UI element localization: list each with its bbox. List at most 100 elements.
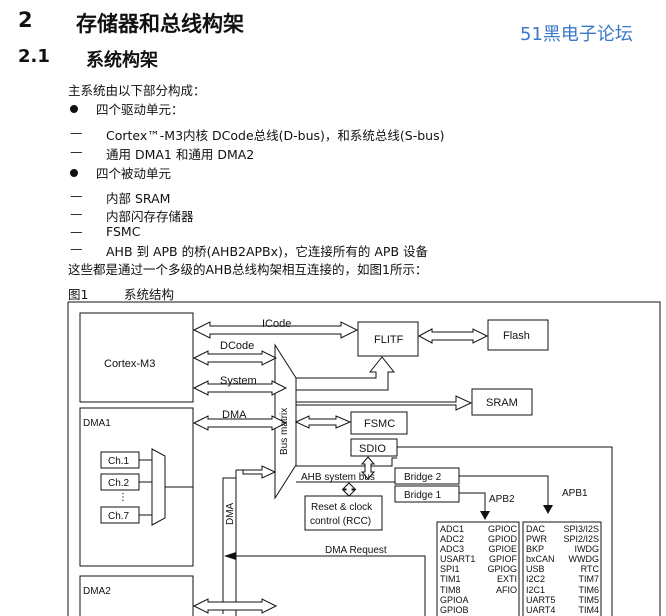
dash-icon: —: [70, 125, 83, 140]
passive-unit-item: 内部 SRAM: [106, 191, 171, 206]
figure-caption-number: 图1: [68, 287, 89, 302]
peripheral-item: WWDG: [569, 554, 600, 564]
ch2-label: Ch.2: [108, 478, 130, 489]
dma1-label: DMA1: [83, 418, 111, 429]
dma-bus-arrow: [242, 465, 277, 479]
section-number: 2: [18, 8, 33, 32]
peripheral-item: I2C2: [526, 574, 545, 584]
passive-unit-item: 内部闪存存储器: [106, 209, 194, 224]
apb1-label: APB1: [562, 488, 588, 499]
apb1-arrowhead: [543, 505, 553, 514]
peripheral-item: GPIOB: [440, 605, 469, 615]
peripheral-item: BKP: [526, 544, 544, 554]
flash-label: Flash: [503, 330, 530, 342]
bridge2-label: Bridge 2: [404, 472, 442, 483]
dma-request-label: DMA Request: [325, 545, 387, 556]
peripheral-item: UART4: [526, 605, 555, 615]
flitf-flash-arrow: [417, 328, 489, 344]
icode-arrow: [192, 321, 359, 339]
ch7-label: Ch.7: [108, 511, 130, 522]
peripheral-item: DAC: [526, 524, 546, 534]
peripheral-item: GPIOA: [440, 595, 469, 605]
drive-unit-item: Cortex™-M3内核 DCode总线(D-bus)，和系统总线(S-bus): [106, 128, 445, 143]
peripheral-item: ADC3: [440, 544, 464, 554]
drive-units-title: 四个驱动单元：: [96, 102, 184, 117]
figure-caption-title: 系统结构: [124, 287, 175, 302]
peripheral-item: SPI2/I2S: [563, 534, 599, 544]
rcc-label-line2: control (RCC): [310, 516, 371, 527]
bullet-icon: [70, 169, 78, 177]
icode-label: ICode: [262, 318, 291, 330]
passive-unit-item: AHB 到 APB 的桥(AHB2APBx)，它连接所有的 APB 设备: [106, 244, 429, 259]
apb2-left-list: ADC1 ADC2 ADC3 USART1 SPI1 TIM1 TIM8 GPI…: [440, 524, 475, 615]
peripheral-item: GPIOG: [487, 564, 517, 574]
apb2-right-list: GPIOC GPIOD GPIOE GPIOF GPIOG EXTI AFIO: [487, 524, 517, 595]
peripheral-item: TIM7: [578, 574, 599, 584]
ch1-label: Ch.1: [108, 456, 130, 467]
intro-text: 主系统由以下部分构成：: [68, 83, 206, 98]
rcc-label-line1: Reset & clock: [311, 502, 373, 513]
drive-unit-item: 通用 DMA1 和通用 DMA2: [106, 147, 255, 162]
peripheral-item: UART5: [526, 595, 555, 605]
dash-icon: —: [70, 241, 83, 256]
dma2-arrow: [192, 598, 278, 614]
dma-arrow: [192, 415, 288, 431]
peripheral-item: TIM5: [578, 595, 599, 605]
dash-icon: —: [70, 144, 83, 159]
peripheral-item: SPI1: [440, 564, 460, 574]
peripheral-item: bxCAN: [526, 554, 555, 564]
peripheral-item: TIM8: [440, 585, 461, 595]
peripheral-item: I2C1: [526, 585, 545, 595]
flitf-box: [357, 321, 419, 357]
peripheral-item: USB: [526, 564, 545, 574]
peripheral-item: GPIOD: [488, 534, 518, 544]
sram-arrow: [295, 395, 473, 411]
peripheral-item: TIM1: [440, 574, 461, 584]
bullet-icon: [70, 105, 78, 113]
dma-vertical-label: DMA: [225, 502, 236, 525]
dma-label: DMA: [222, 409, 247, 421]
dma2-label: DMA2: [83, 586, 111, 597]
fsmc-label: FSMC: [364, 418, 395, 430]
sram-box: [471, 388, 533, 416]
bridge1-label: Bridge 1: [404, 490, 442, 501]
passive-units-title: 四个被动单元: [96, 166, 172, 181]
summary-text: 这些都是通过一个多级的AHB总线构架相互连接的，如图1所示：: [68, 262, 428, 277]
peripheral-item: AFIO: [496, 585, 517, 595]
sram-label: SRAM: [486, 397, 518, 409]
dma-arbiter: [151, 448, 166, 526]
bridge1-box: [394, 485, 460, 503]
bus-matrix-label: Bus matrix: [279, 408, 290, 455]
sdio-arrow: [360, 456, 376, 480]
peripheral-item: ADC1: [440, 524, 464, 534]
peripheral-item: GPIOE: [488, 544, 517, 554]
subsection-title: 系统构架: [86, 50, 158, 71]
watermark-logo: 51黑电子论坛: [520, 24, 633, 45]
rcc-arrow: [341, 482, 357, 497]
apb2-peripherals-box: [436, 521, 520, 616]
peripheral-item: EXTI: [497, 574, 517, 584]
dash-icon: —: [70, 188, 83, 203]
peripheral-item: IWDG: [575, 544, 600, 554]
peripheral-item: USART1: [440, 554, 475, 564]
dash-icon: —: [70, 206, 83, 221]
subsection-number: 2.1: [18, 46, 50, 67]
apb2-arrowhead: [480, 511, 490, 520]
rcc-box: [304, 495, 383, 531]
peripheral-item: RTC: [581, 564, 600, 574]
peripheral-item: PWR: [526, 534, 547, 544]
system-label: System: [220, 375, 257, 387]
ch-dots: ⋮: [118, 492, 128, 503]
dcode-arrow: [192, 350, 278, 366]
peripheral-item: GPIOC: [488, 524, 518, 534]
figure-frame: [68, 301, 661, 616]
dash-icon: —: [70, 224, 83, 239]
bus-to-flitf-arrow: [295, 356, 396, 391]
apb1-left-list: DAC PWR BKP bxCAN USB I2C2 I2C1 UART5 UA…: [526, 524, 555, 615]
flitf-label: FLITF: [374, 334, 404, 346]
bus-matrix-shape: [274, 343, 297, 500]
apb2-label: APB2: [489, 494, 515, 505]
peripheral-item: GPIOF: [489, 554, 518, 564]
peripheral-item: TIM6: [578, 585, 599, 595]
